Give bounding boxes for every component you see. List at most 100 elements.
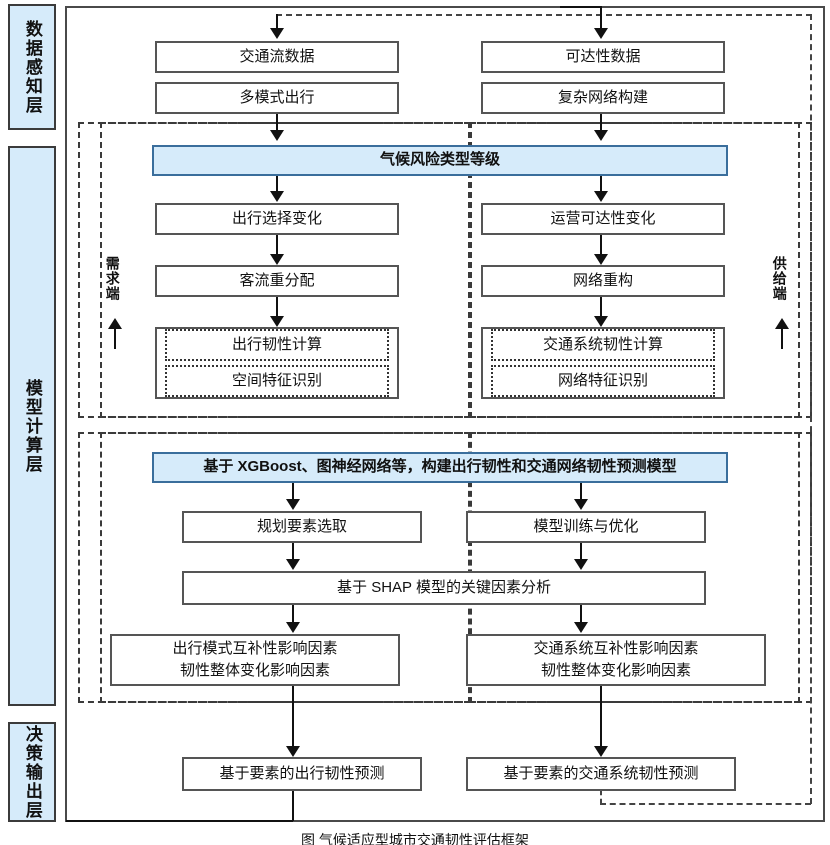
node-climate-risk-banner-label: 气候风险类型等级 (379, 151, 500, 169)
planning-to-shap-line (292, 543, 294, 561)
training-to-shap-arrow (574, 559, 588, 570)
demand-side-label-text: 需求端 (104, 256, 121, 301)
node-traffic-flow-data-label: 交通流数据 (239, 47, 315, 65)
supply-side-uparrow (775, 318, 789, 329)
rebuild-to-outputs-arrow (594, 316, 608, 327)
node-travel-choice-change[interactable]: 出行选择变化 (155, 203, 399, 235)
node-network-reconstruction[interactable]: 网络重构 (481, 265, 725, 297)
demand-side-uparrow (108, 318, 122, 329)
risk-to-travel-choice-line (276, 176, 278, 193)
node-transport-system-resilience-calculation-label: 交通系统韧性计算 (542, 335, 663, 353)
node-spatial-feature-identification[interactable]: 空间特征识别 (165, 365, 389, 398)
model-banner-to-training-line (580, 483, 582, 501)
node-model-banner-label: 基于 XGBoost、图神经网络等，构建出行韧性和交通网络韧性预测模型 (203, 458, 677, 476)
left-factors-to-prediction-line (292, 686, 294, 748)
supply-side-uparrow-line (781, 325, 783, 349)
layer-pillar-decision-label: 决策输出层 (22, 724, 42, 820)
figure-caption: 图 气候适应型城市交通韧性评估框架 (0, 830, 830, 845)
feedback-from-decision-line (600, 790, 602, 804)
node-spatial-feature-identification-label: 空间特征识别 (231, 372, 322, 389)
left-factors-to-prediction-arrow (286, 746, 300, 757)
node-operational-accessibility-change[interactable]: 运营可达性变化 (481, 203, 725, 235)
layer-pillar-perception: 数据感知层 (8, 4, 56, 130)
demand-side-group (100, 122, 470, 418)
node-planning-element-selection[interactable]: 规划要素选取 (182, 511, 422, 543)
model-inner-right-group (470, 432, 800, 703)
node-model-training-optimization[interactable]: 模型训练与优化 (466, 511, 706, 543)
supply-to-risk-line (600, 114, 602, 132)
supply-side-label: 供给端 (771, 256, 788, 301)
node-passenger-flow-reassignment[interactable]: 客流重分配 (155, 265, 399, 297)
model-banner-to-training-arrow (574, 499, 588, 510)
node-passenger-flow-reassignment-label: 客流重分配 (239, 271, 315, 289)
perception-supply-inflow-arrow (594, 28, 608, 39)
supply-side-label-text: 供给端 (771, 256, 788, 301)
supply-side-group (470, 122, 800, 418)
node-climate-risk-banner[interactable]: 气候风险类型等级 (152, 145, 728, 176)
node-multimodal-travel[interactable]: 多模式出行 (155, 82, 399, 114)
node-travel-resilience-calculation-label: 出行韧性计算 (231, 335, 322, 353)
node-travel-choice-change-label: 出行选择变化 (231, 209, 322, 227)
operation-to-rebuild-line (600, 235, 602, 256)
shap-to-left-factors-arrow (286, 622, 300, 633)
perception-supply-inflow-line (600, 6, 602, 30)
demand-side-label: 需求端 (104, 256, 121, 301)
node-shap-analysis[interactable]: 基于 SHAP 模型的关键因素分析 (182, 571, 706, 605)
node-travel-resilience-prediction[interactable]: 基于要素的出行韧性预测 (182, 757, 422, 791)
node-model-banner[interactable]: 基于 XGBoost、图神经网络等，构建出行韧性和交通网络韧性预测模型 (152, 452, 728, 483)
node-model-training-optimization-label: 模型训练与优化 (533, 517, 639, 535)
layer-pillar-computation-label: 模型计算层 (22, 378, 42, 474)
node-traffic-flow-data[interactable]: 交通流数据 (155, 41, 399, 73)
demand-to-risk-line (276, 114, 278, 132)
node-demand-influence-factors[interactable]: 出行模式互补性影响因素 韧性整体变化影响因素 (110, 634, 400, 686)
node-supply-influence-factors-line2: 韧性整体变化影响因素 (540, 662, 691, 679)
layer-pillar-decision: 决策输出层 (8, 722, 56, 822)
node-shap-analysis-label: 基于 SHAP 模型的关键因素分析 (337, 578, 551, 596)
demand-resilience-outputs-container: 出行韧性计算 空间特征识别 (155, 327, 399, 399)
node-supply-influence-factors-line1: 交通系统互补性影响因素 (533, 639, 699, 657)
operation-to-rebuild-arrow (594, 254, 608, 265)
node-complex-network-construction-label: 复杂网络构建 (557, 88, 648, 106)
node-operational-accessibility-change-label: 运营可达性变化 (550, 209, 656, 227)
node-transport-system-resilience-calculation[interactable]: 交通系统韧性计算 (491, 328, 715, 361)
node-network-reconstruction-label: 网络重构 (572, 271, 633, 289)
node-demand-influence-factors-line1: 出行模式互补性影响因素 (172, 639, 338, 657)
perception-supply-inflow-top (560, 6, 602, 8)
perception-demand-inflow-arrow (270, 28, 284, 39)
reassign-to-outputs-arrow (270, 316, 284, 327)
node-transport-system-resilience-prediction[interactable]: 基于要素的交通系统韧性预测 (466, 757, 736, 791)
layer-pillar-perception-label: 数据感知层 (22, 19, 42, 115)
node-accessibility-data[interactable]: 可达性数据 (481, 41, 725, 73)
node-supply-influence-factors[interactable]: 交通系统互补性影响因素 韧性整体变化影响因素 (466, 634, 766, 686)
node-travel-resilience-prediction-label: 基于要素的出行韧性预测 (219, 764, 385, 782)
node-complex-network-construction[interactable]: 复杂网络构建 (481, 82, 725, 114)
feedback-bottom-line (600, 803, 811, 805)
supply-to-risk-arrow (594, 130, 608, 141)
risk-to-travel-choice-arrow (270, 191, 284, 202)
node-multimodal-travel-label: 多模式出行 (239, 88, 315, 106)
shap-to-left-factors-line (292, 605, 294, 624)
left-feedback-down-line (292, 791, 294, 821)
supply-resilience-outputs-container: 交通系统韧性计算 网络特征识别 (481, 327, 725, 399)
node-network-feature-identification-label: 网络特征识别 (557, 372, 648, 389)
node-transport-system-resilience-prediction-label: 基于要素的交通系统韧性预测 (503, 764, 699, 782)
node-planning-element-selection-label: 规划要素选取 (256, 517, 347, 535)
planning-to-shap-arrow (286, 559, 300, 570)
demand-side-uparrow-line (114, 325, 116, 349)
shap-to-right-factors-arrow (574, 622, 588, 633)
right-factors-to-prediction-line (600, 686, 602, 748)
model-banner-to-planning-arrow (286, 499, 300, 510)
perception-demand-inflow-line (276, 14, 278, 30)
feedback-top-line (276, 14, 812, 16)
risk-to-operation-line (600, 176, 602, 193)
demand-to-risk-arrow (270, 130, 284, 141)
node-travel-resilience-calculation[interactable]: 出行韧性计算 (165, 328, 389, 361)
left-feedback-bottom-line (66, 820, 293, 822)
node-network-feature-identification[interactable]: 网络特征识别 (491, 365, 715, 398)
layer-pillar-computation: 模型计算层 (8, 146, 56, 706)
reassign-to-outputs-line (276, 297, 278, 318)
model-banner-to-planning-line (292, 483, 294, 501)
training-to-shap-line (580, 543, 582, 561)
node-demand-influence-factors-line2: 韧性整体变化影响因素 (179, 662, 330, 679)
